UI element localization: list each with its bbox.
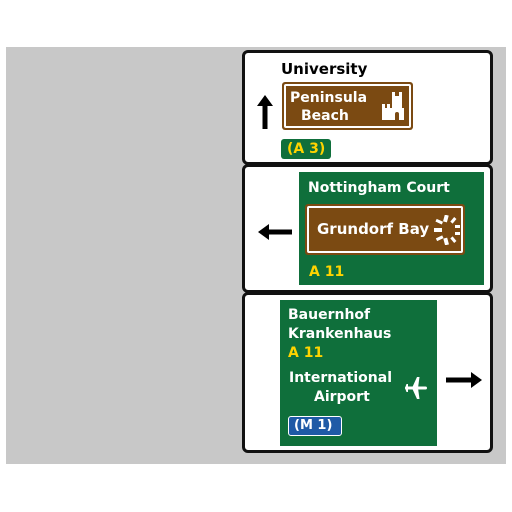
destination-university: University: [281, 60, 368, 78]
castle-icon: [382, 92, 404, 120]
airplane-icon: [405, 377, 427, 399]
motorway-badge-m1: (M 1): [288, 416, 342, 436]
up-arrow-icon: [257, 95, 273, 129]
right-arrow-icon: [446, 372, 482, 388]
destination-international: International: [289, 370, 393, 386]
sign-panel-left: Nottingham Court Grundorf Bay A 11: [242, 164, 493, 293]
green-sign-nottingham-court: Nottingham Court Grundorf Bay A 11: [299, 172, 484, 285]
tourist-sign-grundorf-bay: Grundorf Bay: [305, 204, 465, 255]
sign-panel-right: Bauernhof Krankenhaus A 11 International…: [242, 292, 493, 453]
route-label-a11: A 11: [309, 264, 345, 280]
destination-krankenhaus: Krankenhaus: [288, 326, 392, 342]
tourist-label-grundorf-bay: Grundorf Bay: [317, 220, 430, 238]
tourist-sign-peninsula-beach: Peninsula Beach: [282, 82, 413, 130]
green-sign-bauernhof: Bauernhof Krankenhaus A 11 International…: [280, 300, 437, 446]
route-badge-a3: (A 3): [281, 139, 331, 159]
left-arrow-icon: [258, 224, 292, 240]
tourist-label-line2: Beach: [301, 108, 349, 124]
sign-panel-ahead: University Peninsula Beach (A 3): [242, 50, 493, 165]
route-label-a11: A 11: [288, 345, 324, 361]
tourist-label-line1: Peninsula: [290, 90, 368, 106]
destination-airport: Airport: [314, 389, 370, 405]
destination-bauernhof: Bauernhof: [288, 307, 371, 323]
destination-nottingham-court: Nottingham Court: [308, 180, 450, 196]
attraction-sun-icon: [434, 215, 460, 245]
